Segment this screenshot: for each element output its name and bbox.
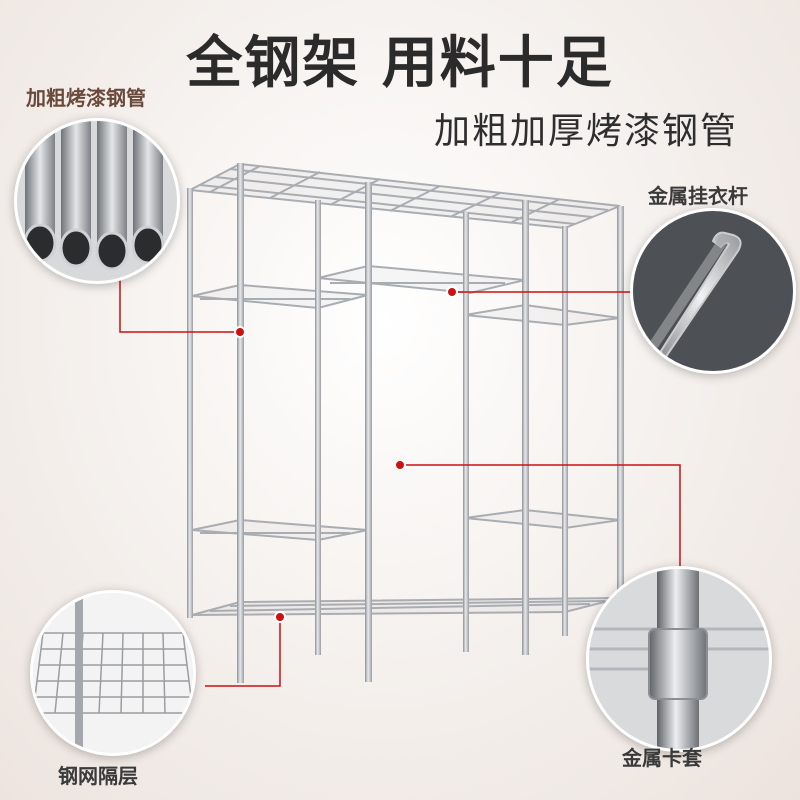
left-upper-shelf [191,283,369,310]
rod-label: 金属挂衣杆 [648,184,748,208]
right-lower-shelf [464,508,621,530]
page-title: 全钢架 用料十足 [186,31,614,96]
right-upper-shelf [464,303,621,327]
tube-closeup [14,118,180,284]
tube-label: 加粗烤漆钢管 [26,86,146,110]
bottom-shelf [191,597,621,616]
vertical-poles [187,163,624,683]
mesh-label: 钢网隔层 [58,764,138,788]
wire-mesh-icon [33,593,193,753]
sleeve-closeup [586,566,772,752]
hanging-rod-icon [633,211,793,371]
leader-lines [119,280,681,687]
top-shelf [186,162,621,230]
page-subtitle: 加粗加厚烤漆钢管 [433,111,738,152]
mesh-closeup [30,590,196,756]
rod-closeup [630,208,796,374]
leader-dots [234,286,458,623]
left-lower-shelf [191,518,369,542]
metal-sleeve-icon [589,569,769,749]
center-shelf [317,264,526,295]
sleeve-label: 金属卡套 [622,746,702,770]
steel-tube-icon [17,121,177,281]
